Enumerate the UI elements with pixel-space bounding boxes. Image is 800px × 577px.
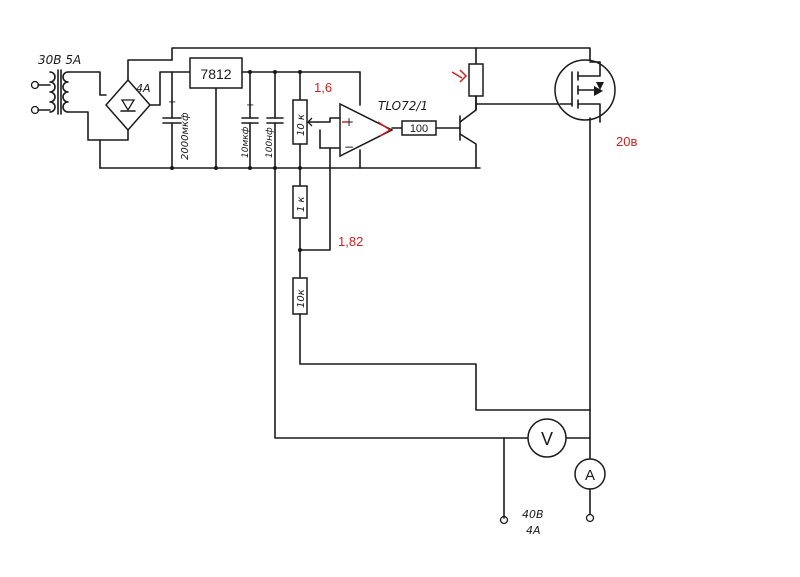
annotation-vgate: 20в bbox=[616, 134, 637, 149]
output-terminal-positive bbox=[585, 513, 595, 523]
voltmeter: V bbox=[527, 418, 567, 458]
output-voltage-label: 40В bbox=[522, 508, 544, 521]
npn-transistor bbox=[459, 95, 477, 169]
resistor-10k: 10к bbox=[292, 277, 308, 315]
capacitor-10uf: + 10мкф bbox=[241, 71, 259, 170]
base-resistor-label: 100 bbox=[410, 123, 428, 135]
ammeter: A bbox=[574, 458, 606, 490]
diode-bridge: 4А bbox=[105, 78, 151, 132]
transformer: 30В 5А bbox=[30, 53, 81, 115]
collector-resistor bbox=[451, 47, 484, 97]
ammeter-label: A bbox=[585, 467, 595, 484]
svg-text:−: − bbox=[344, 140, 354, 154]
resistor-10k-label: 10к bbox=[296, 289, 307, 308]
capacitor-100nf: 100нф bbox=[265, 71, 284, 170]
pot-label: 10 к bbox=[296, 114, 307, 136]
opamp-label: TLO72/1 bbox=[378, 99, 428, 113]
annotation-vref: 1,6 bbox=[314, 80, 332, 95]
svg-text:+: + bbox=[344, 115, 354, 129]
output-terminal-negative bbox=[499, 515, 509, 525]
regulator-7812: 7812 bbox=[189, 57, 243, 170]
opamp: + − TLO72/1 bbox=[339, 99, 428, 158]
regulator-label: 7812 bbox=[200, 66, 231, 82]
annotation-vdiv: 1,82 bbox=[338, 234, 363, 249]
output-current-label: 4А bbox=[526, 524, 541, 537]
base-resistor: 100 bbox=[401, 120, 437, 136]
cap-100-label: 100нф bbox=[265, 127, 275, 158]
voltmeter-label: V bbox=[541, 429, 553, 449]
resistor-1k: 1 к bbox=[292, 185, 308, 219]
fuse-label: 4А bbox=[136, 82, 151, 95]
svg-text:+: + bbox=[168, 97, 176, 108]
capacitor-main: + 2000мкф bbox=[162, 71, 191, 170]
mosfet bbox=[554, 59, 616, 123]
cap-10-label: 10мкф bbox=[241, 126, 251, 158]
transformer-label: 30В 5А bbox=[38, 53, 81, 67]
svg-text:+: + bbox=[246, 100, 254, 111]
resistor-1k-label: 1 к bbox=[296, 196, 307, 212]
cap-main-label: 2000мкф bbox=[180, 112, 191, 160]
